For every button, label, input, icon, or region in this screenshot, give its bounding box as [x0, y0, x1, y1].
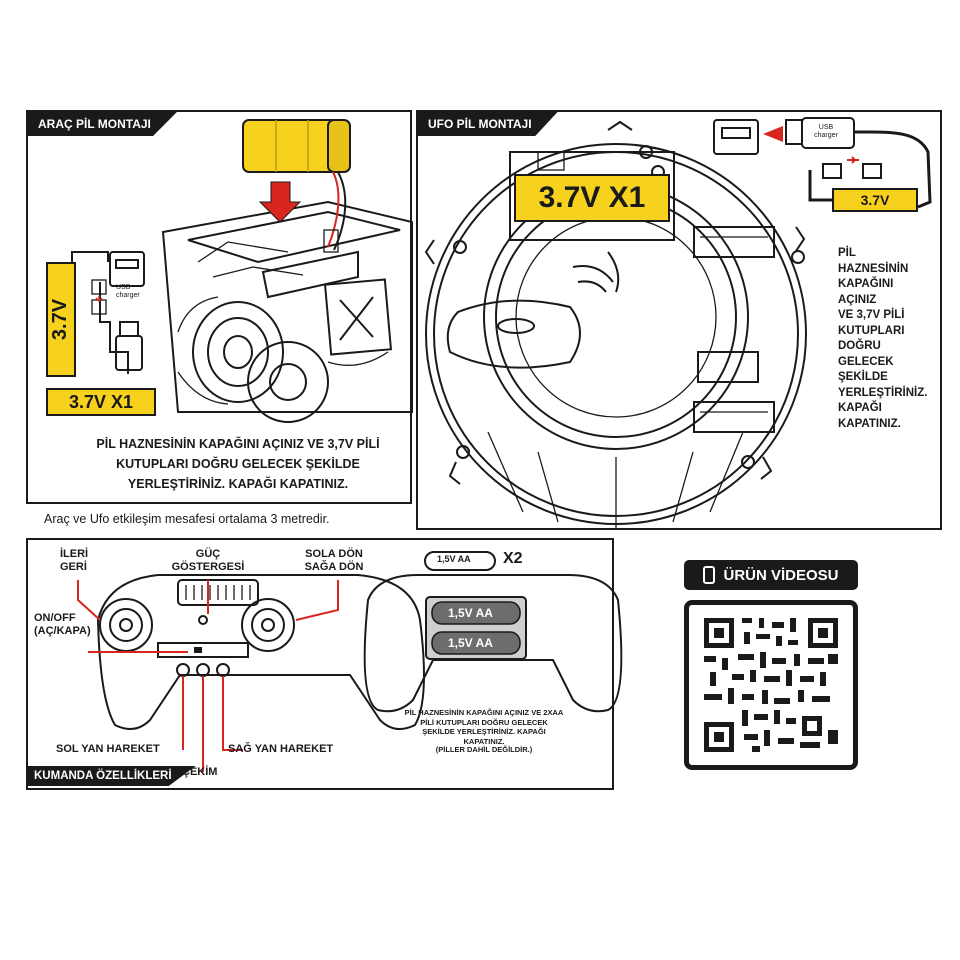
- qr-code-frame[interactable]: [684, 600, 858, 770]
- label-turn: SOLA DÖN SAĞA DÖN: [304, 548, 364, 573]
- label-forward-back: İLERİ GERİ: [60, 548, 89, 573]
- ufo-cable-label: 3.7V: [832, 188, 918, 212]
- ufo-battery-label: 3.7V X1: [514, 174, 670, 222]
- remote-panel: İLERİ GERİ GÜÇ GÖSTERGESİ SOLA DÖN SAĞA …: [26, 538, 623, 790]
- distance-note: Araç ve Ufo etkileşim mesafesi ortalama …: [44, 512, 330, 526]
- ufo-usb-label: USB charger: [814, 124, 838, 139]
- qr-code: [704, 618, 838, 752]
- vehicle-panel-title: ARAÇ PİL MONTAJI: [28, 112, 177, 136]
- label-on-off: ON/OFF (AÇ/KAPA): [34, 612, 91, 637]
- vehicle-battery-label: 3.7V X1: [46, 388, 156, 416]
- aa-multiplier: X2: [503, 550, 523, 567]
- video-title: ÜRÜN VİDEOSU: [723, 566, 839, 584]
- aa-battery-small-label: 1,5V AA: [437, 554, 471, 564]
- vehicle-instruction: PİL HAZNESİNİN KAPAĞINI AÇINIZ VE 3,7V P…: [96, 437, 380, 491]
- vehicle-battery-panel: ARAÇ PİL MONTAJI: [26, 110, 413, 504]
- phone-icon: [703, 566, 716, 584]
- remote-panel-title: KUMANDA ÖZELLİKLERİ: [28, 766, 196, 786]
- aa-note: (PİLLER DAHİL DEĞİLDİR.): [435, 745, 533, 754]
- aa-instruction: PİL HAZNESİNİN KAPAĞINI AÇINIZ VE 2XAA P…: [404, 708, 564, 746]
- ufo-illustration: [424, 117, 932, 530]
- vehicle-battery-side-label: 3.7V: [46, 262, 76, 377]
- remote-illustration: [77, 551, 623, 772]
- label-right-side-move: SAĞ YAN HAREKET: [228, 743, 334, 755]
- vehicle-illustration: [71, 119, 413, 423]
- label-power-indicator: GÜÇ GÖSTERGESİ: [171, 548, 245, 573]
- ufo-battery-panel: UFO PİL MONTAJI: [416, 110, 942, 530]
- aa-battery-2: 1,5V AA: [448, 636, 493, 650]
- vehicle-usb-label: USB charger: [116, 284, 140, 299]
- product-video-badge[interactable]: ÜRÜN VİDEOSU: [684, 560, 858, 590]
- ufo-instruction: PİL HAZNESİNİN KAPAĞINI AÇINIZ VE 3,7V P…: [838, 247, 928, 430]
- aa-battery-1: 1,5V AA: [448, 606, 493, 620]
- label-left-side-move: SOL YAN HAREKET: [56, 743, 160, 755]
- ufo-panel-title: UFO PİL MONTAJI: [418, 112, 558, 136]
